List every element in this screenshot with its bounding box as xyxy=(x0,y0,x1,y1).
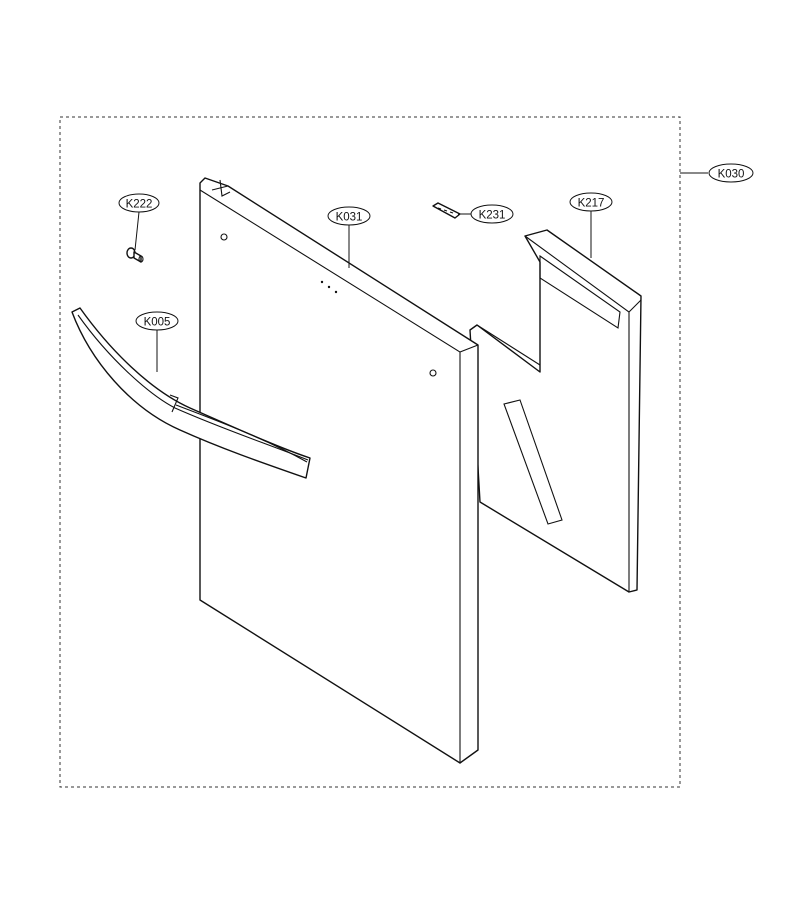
part-k222-screw xyxy=(126,247,144,263)
callout-k031-label: K031 xyxy=(336,212,363,224)
callout-k222: K222 xyxy=(118,193,160,213)
assembly-boundary xyxy=(59,116,681,788)
callout-k217-label: K217 xyxy=(578,198,605,210)
callout-k030-label: K030 xyxy=(718,169,745,181)
callout-k231-label: K231 xyxy=(479,210,506,222)
callout-k005: K005 xyxy=(135,311,179,331)
callout-k031: K031 xyxy=(327,206,371,226)
part-k217-inner-panel xyxy=(469,229,642,593)
part-k031-door-panel xyxy=(199,177,479,764)
callout-k231: K231 xyxy=(470,204,514,224)
callout-k217: K217 xyxy=(569,192,613,212)
leader-k222 xyxy=(134,211,140,251)
callout-k030: K030 xyxy=(708,163,754,183)
part-k005-handle xyxy=(71,307,311,479)
callout-k222-label: K222 xyxy=(126,199,153,211)
part-k231-bracket xyxy=(432,202,461,219)
callout-k005-label: K005 xyxy=(144,317,171,329)
